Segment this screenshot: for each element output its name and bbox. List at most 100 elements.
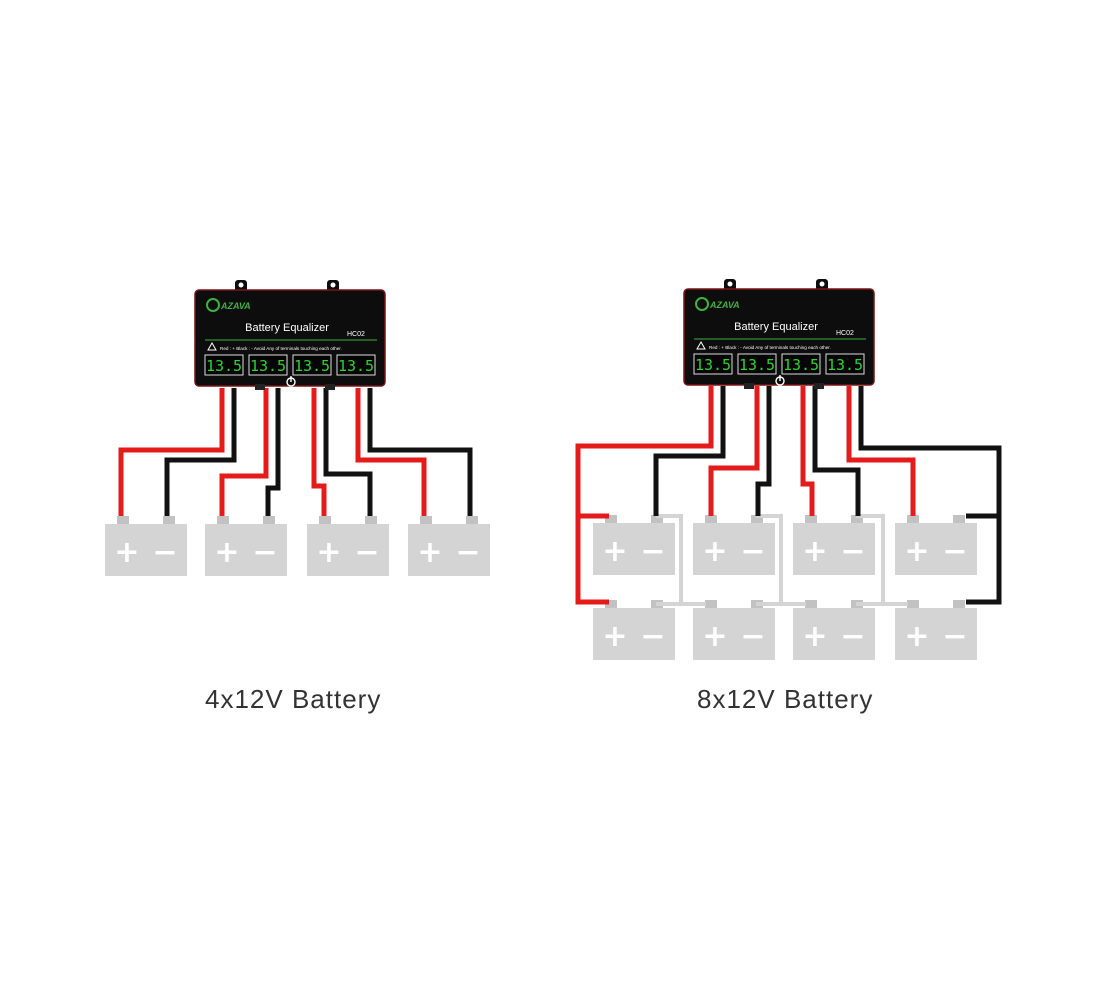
battery-8: +−	[895, 600, 977, 660]
battery-body	[693, 523, 775, 575]
battery-minus-symbol: −	[455, 535, 480, 570]
black-wire-4	[858, 386, 1002, 605]
voltage-display-1	[693, 353, 733, 375]
battery-positive-terminal	[805, 600, 817, 608]
device-model: HC02	[836, 330, 854, 337]
battery-body	[408, 524, 490, 576]
battery-body	[895, 608, 977, 660]
battery-plus-symbol: +	[114, 535, 139, 570]
battery-minus-symbol: −	[252, 535, 277, 570]
wires-4x12v	[118, 388, 473, 516]
device-title: Battery Equalizer	[734, 321, 818, 333]
battery-negative-terminal	[851, 515, 863, 523]
mounting-hole	[819, 281, 825, 287]
battery-plus-symbol: +	[214, 535, 239, 570]
voltage-reading-2: 13.5	[250, 357, 286, 375]
voltage-reading-2: 13.5	[739, 356, 775, 374]
battery-minus-symbol: −	[354, 535, 379, 570]
red-wire-1	[118, 388, 225, 516]
battery-negative-terminal	[163, 516, 175, 524]
battery-4: +−	[895, 515, 977, 575]
voltage-display-2	[248, 354, 288, 376]
warning-icon	[207, 341, 217, 351]
brand-logo-text: AZAVA	[709, 300, 740, 310]
logo-icon	[695, 297, 709, 311]
voltage-display-3	[292, 354, 332, 376]
black-wire-1	[653, 386, 726, 516]
cable-gland	[255, 384, 265, 390]
battery-plus-symbol: +	[602, 619, 627, 654]
series-link-1	[656, 514, 706, 606]
battery-positive-terminal	[319, 516, 331, 524]
battery-negative-terminal	[651, 515, 663, 523]
black-wire-2	[265, 388, 281, 516]
battery-plus-symbol: +	[802, 619, 827, 654]
battery-body	[693, 608, 775, 660]
black-wire-1	[164, 388, 237, 516]
battery-negative-terminal	[466, 516, 478, 524]
battery-minus-symbol: −	[152, 535, 177, 570]
battery-positive-terminal	[907, 515, 919, 523]
red-wire-2	[708, 386, 760, 516]
battery-body	[593, 523, 675, 575]
battery-minus-symbol: −	[942, 534, 967, 569]
red-wire-3	[311, 388, 327, 516]
caption-8x12v: 8x12V Battery	[697, 684, 874, 714]
red-wire-4	[846, 386, 916, 516]
battery-minus-symbol: −	[840, 619, 865, 654]
battery-5: +−	[593, 600, 675, 660]
voltage-reading-3: 13.5	[783, 356, 819, 374]
cable-gland	[325, 384, 335, 390]
warning-icon	[696, 340, 706, 350]
red-wire-2	[219, 388, 269, 516]
battery-positive-terminal	[217, 516, 229, 524]
red-wire-4	[355, 388, 427, 516]
battery-negative-terminal	[365, 516, 377, 524]
battery-minus-symbol: −	[942, 619, 967, 654]
red-wire-1	[575, 386, 714, 605]
black-wire-2	[755, 386, 772, 516]
red-wire-3	[800, 386, 815, 516]
black-wire-3	[323, 388, 373, 516]
mounting-hole	[238, 282, 244, 288]
battery-2: +−	[693, 515, 775, 575]
series-link-2	[756, 514, 806, 606]
voltage-reading-4: 13.5	[338, 357, 374, 375]
battery-body	[105, 524, 187, 576]
black-wire-3	[812, 386, 861, 516]
battery-group-4x12v: +−+−+−+−	[105, 516, 490, 576]
logo-icon	[206, 298, 220, 312]
battery-3: +−	[793, 515, 875, 575]
cable-gland	[744, 383, 754, 389]
battery-negative-terminal	[953, 515, 965, 523]
battery-negative-terminal	[953, 600, 965, 608]
battery-2: +−	[205, 516, 287, 576]
caption-4x12v: 4x12V Battery	[205, 684, 382, 714]
battery-minus-symbol: −	[840, 534, 865, 569]
battery-minus-symbol: −	[640, 619, 665, 654]
battery-plus-symbol: +	[702, 619, 727, 654]
battery-1: +−	[105, 516, 187, 576]
warning-text: Red : + Black : - Avoid Any of terminals…	[220, 346, 342, 351]
battery-3: +−	[307, 516, 389, 576]
black-wire-4	[367, 388, 473, 516]
voltage-display-4	[825, 353, 865, 375]
battery-positive-terminal	[117, 516, 129, 524]
battery-plus-symbol: +	[904, 619, 929, 654]
battery-minus-symbol: −	[740, 619, 765, 654]
battery-group-8x12v: +−+−+−+−+−+−+−+−	[593, 515, 977, 660]
battery-7: +−	[793, 600, 875, 660]
voltage-display-3	[781, 353, 821, 375]
wires-8x12v	[575, 386, 1002, 606]
device-title: Battery Equalizer	[245, 322, 329, 334]
battery-plus-symbol: +	[602, 534, 627, 569]
battery-body	[895, 523, 977, 575]
voltage-reading-3: 13.5	[294, 357, 330, 375]
cable-gland	[814, 383, 824, 389]
battery-6: +−	[693, 600, 775, 660]
battery-body	[593, 608, 675, 660]
mounting-hole	[727, 281, 733, 287]
voltage-reading-1: 13.5	[206, 357, 242, 375]
